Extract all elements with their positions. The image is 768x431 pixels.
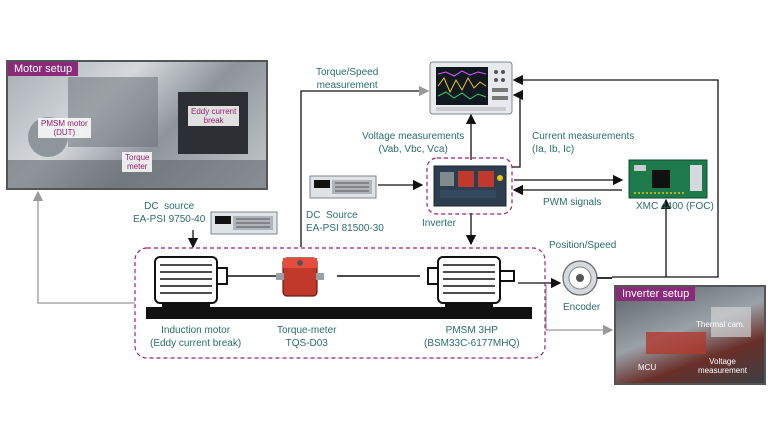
eddy-annotation: Eddy current break — [188, 106, 240, 127]
pwm-label: PWM signals — [543, 197, 602, 208]
voltage-annotation: Voltage measurement — [698, 357, 747, 376]
board-shape — [646, 332, 706, 354]
camera-shape — [711, 307, 751, 337]
inverter-setup-title: Inverter setup — [616, 287, 696, 301]
inverter-label: Inverter — [422, 218, 456, 229]
torque-speed-label: Torque/Speed measurement — [316, 67, 379, 91]
motor-feedback-line — [32, 190, 135, 304]
motor-setup-title: Motor setup — [8, 62, 79, 76]
position-speed-label: Position/Speed — [549, 240, 617, 251]
inverter-board-icon — [433, 165, 507, 207]
encoder-icon — [562, 260, 612, 296]
oscilloscope-icon — [429, 61, 513, 115]
dc-source-2-icon — [309, 175, 377, 199]
torque-meter-icon — [276, 257, 324, 297]
induction-motor-icon — [154, 256, 228, 308]
torque-meter-label: Torque-meter TQS-D03 — [277, 325, 337, 349]
induction-motor-label: Induction motor (Eddy current break) — [150, 325, 242, 349]
encoder-feedback-line — [512, 74, 719, 278]
current-meas-line — [512, 89, 524, 168]
dc-source-2-label: DC Source EA-PSI 81500-30 — [306, 210, 384, 234]
bench-base — [146, 307, 532, 319]
dc-source-1-label: DC source EA-PSI 9750-40 — [133, 201, 206, 225]
pmsm-motor-icon — [427, 256, 515, 308]
xmc-board-icon — [628, 159, 708, 199]
torque-annotation: Torque meter — [122, 152, 153, 173]
voltage-meas-label: Voltage measurements (Vab, Vbc, Vca) — [362, 131, 465, 155]
motor-setup-photo: Motor setup PMSM motor (DUT) Eddy curren… — [6, 60, 268, 190]
torque-speed-line — [300, 85, 430, 247]
current-meas-label: Current measurements (Ia, Ib, Ic) — [532, 131, 635, 155]
inverter-setup-feed-line — [545, 285, 614, 336]
thermal-annotation: Thermal cam. — [696, 320, 745, 329]
mcu-annotation: MCU — [638, 363, 657, 372]
inverter-dashed-box — [426, 157, 513, 215]
inverter-setup-photo: Inverter setup Thermal cam. MCU Voltage … — [614, 285, 766, 385]
encoder-label: Encoder — [563, 302, 601, 313]
pmsm-annotation: PMSM motor (DUT) — [38, 118, 91, 139]
motor-bench-dashed-box — [134, 247, 546, 359]
pmsm-label: PMSM 3HP (BSM33C-6177MHQ) — [424, 325, 520, 349]
xmc-label: XMC 4400 (FOC) — [636, 201, 714, 212]
dc-source-1-icon — [210, 211, 278, 235]
